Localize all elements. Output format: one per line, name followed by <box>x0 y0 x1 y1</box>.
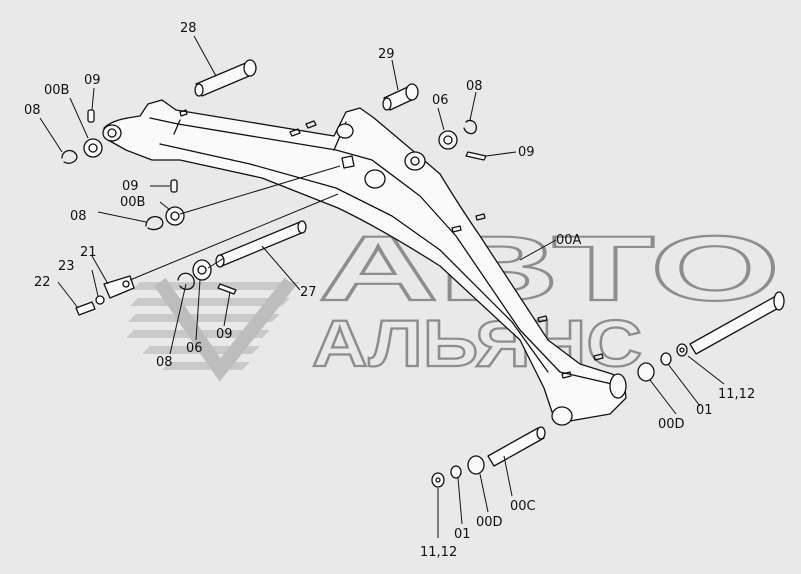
callout-09-mid: 09 <box>122 179 139 194</box>
callout-01-right: 01 <box>696 403 713 418</box>
plate-bolt-group <box>75 193 339 316</box>
boom-arm <box>102 99 627 426</box>
callout-labels: 28 29 00B 09 08 06 08 09 09 00B 08 21 23… <box>24 21 755 560</box>
callout-23: 23 <box>58 259 75 274</box>
callout-00d-right: 00D <box>658 417 685 432</box>
callout-22: 22 <box>34 275 51 290</box>
callout-21: 21 <box>80 245 97 260</box>
callout-08-low: 08 <box>156 355 173 370</box>
pin-29 <box>382 83 419 111</box>
callout-28: 28 <box>180 21 197 36</box>
pin-27 <box>215 220 307 268</box>
pin-group-right <box>637 291 785 382</box>
bushing-group-lower <box>177 257 237 295</box>
callout-11-12-bottom: 11,12 <box>420 545 457 560</box>
bushing-group-middle <box>145 165 341 231</box>
bushing-group-top-right <box>438 119 487 161</box>
callout-00b-mid: 00B <box>120 195 145 210</box>
callout-00c: 00C <box>510 499 536 514</box>
callout-09-right: 09 <box>518 145 535 160</box>
callout-00b-top: 00B <box>44 83 69 98</box>
bushing-group-top-left <box>61 109 103 164</box>
callout-11-12-right: 11,12 <box>718 387 755 402</box>
callout-06-right: 06 <box>432 93 449 108</box>
callout-09-low: 09 <box>216 327 233 342</box>
boom-body <box>103 99 627 423</box>
callout-08-top: 08 <box>24 103 41 118</box>
callout-27: 27 <box>300 285 317 300</box>
pin-28 <box>194 59 257 97</box>
pin-group-bottom <box>431 426 546 488</box>
callout-01-bottom: 01 <box>454 527 471 542</box>
callout-09-top: 09 <box>84 73 101 88</box>
callout-08-mid: 08 <box>70 209 87 224</box>
leader-lines <box>39 35 725 538</box>
callout-29: 29 <box>378 47 395 62</box>
callout-00a: 00A <box>556 233 582 248</box>
callout-00d-bottom: 00D <box>476 515 503 530</box>
watermark-logo <box>126 277 300 382</box>
callout-08-right: 08 <box>466 79 483 94</box>
callout-06-low: 06 <box>186 341 203 356</box>
